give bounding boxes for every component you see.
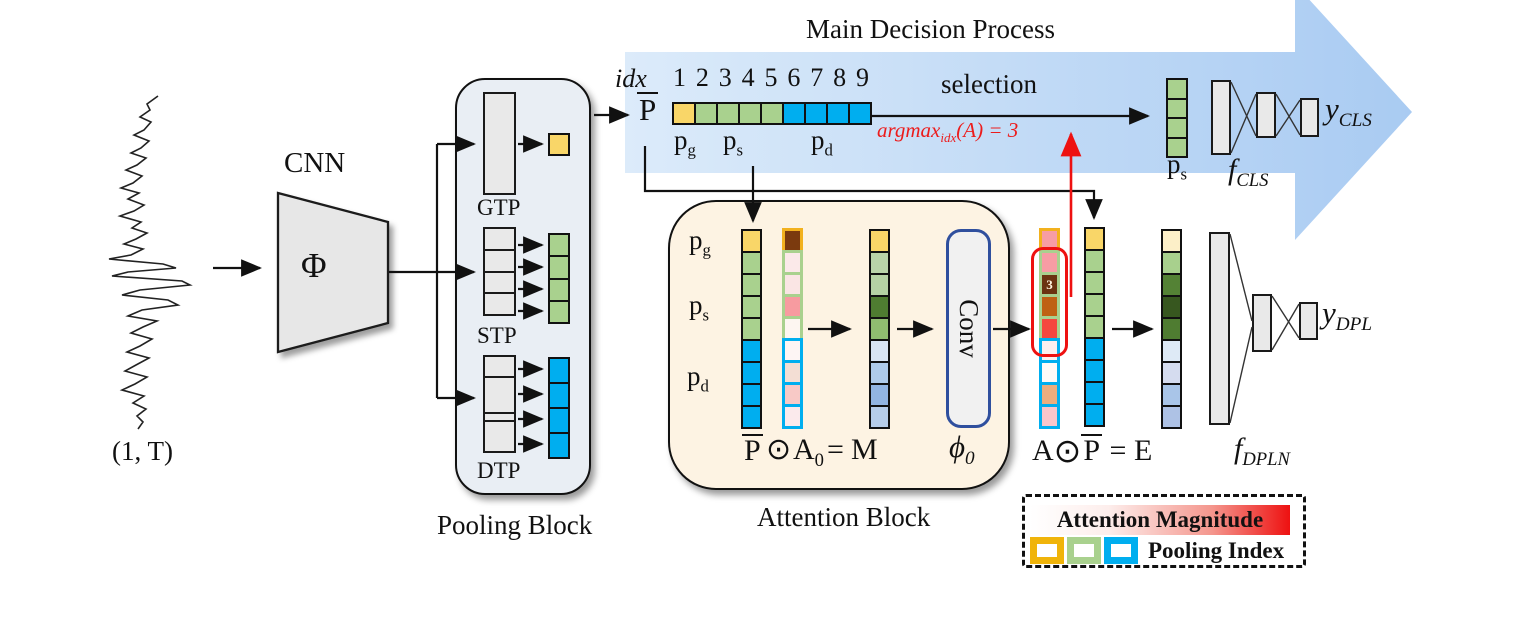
index-number: 3 [718, 63, 732, 92]
selection-label: selection [941, 69, 1037, 99]
pbar-main-label: P [637, 92, 659, 127]
fcls-label: fCLS [1228, 153, 1269, 191]
stp-feature-stack [483, 227, 516, 317]
pooling-index-label: Pooling Index [1148, 537, 1285, 563]
index-number: 6 [787, 63, 801, 92]
cell [1166, 136, 1188, 158]
conv-box: Conv [946, 229, 991, 428]
attention-magnitude-label: Attention Magnitude [1056, 507, 1264, 532]
dpl-equation: A⊙P = E [1032, 434, 1153, 470]
fdpln-layer-2 [1252, 294, 1272, 352]
dtp-output-cells [548, 357, 570, 459]
dpl-pbar-column [1084, 227, 1105, 427]
index-number: 4 [741, 63, 755, 92]
stp-label: STP [477, 323, 517, 348]
eq-m: M [851, 433, 878, 466]
cell [548, 299, 570, 325]
index-number: 9 [856, 63, 869, 92]
idx-label: idx [615, 64, 647, 93]
dtp-feature-stack [483, 355, 516, 454]
attention-block-title: Attention Block [757, 502, 931, 532]
attention-pbar-column [741, 229, 762, 429]
phi0-label: ϕ0 [949, 429, 975, 470]
attention-pd-label: pd [687, 361, 709, 396]
fdpln-label: fDPLN [1234, 432, 1290, 470]
eq-equals: = [827, 433, 844, 466]
index-number: 2 [695, 63, 709, 92]
pooling-index-row: Pooling Index [1030, 537, 1284, 564]
cnn-trapezoid [276, 191, 390, 354]
cell [782, 404, 803, 429]
ps-selected-label: ps [1167, 149, 1188, 184]
cell [548, 133, 570, 156]
attention-a0-column [782, 228, 803, 429]
pd-label: pd [811, 125, 833, 160]
pg-label: pg [674, 125, 696, 160]
input-waveform [108, 95, 193, 430]
attention-pg-label: pg [689, 225, 711, 260]
cell [869, 405, 890, 429]
attention-m-column [869, 229, 890, 429]
ydpl-output-label: yDPL [1322, 295, 1373, 336]
cell [1039, 404, 1060, 429]
eq-a0: A0 [793, 433, 824, 471]
gtp-label: GTP [477, 195, 521, 220]
index-number: 8 [833, 63, 847, 92]
index-number: 7 [810, 63, 824, 92]
attention-magnitude-gradient: Attention Magnitude [1030, 505, 1290, 535]
stp-output-cells [548, 233, 570, 325]
cell: 3 [1039, 272, 1060, 297]
pooling-index-blue-icon [1104, 537, 1138, 564]
pooling-block-title: Pooling Block [437, 510, 593, 540]
ps-selected-column [1166, 78, 1188, 158]
ycls-output-label: yCLS [1325, 91, 1372, 132]
fcls-layer-2 [1256, 92, 1276, 138]
cell [1084, 403, 1105, 427]
argmax-annotation: argmaxidx(A) = 3 [877, 118, 1019, 146]
gtp-output-cell [548, 133, 570, 156]
argmax-highlight-box [1031, 247, 1068, 357]
cell [548, 432, 570, 459]
eq-pbar: P [742, 434, 763, 467]
pooling-index-yellow-icon [1030, 537, 1064, 564]
cnn-label: CNN [284, 147, 346, 179]
input-shape-label: (1, T) [112, 436, 173, 466]
fdpln-layer-1 [1209, 232, 1230, 425]
index-number: 1 [673, 63, 686, 92]
gtp-feature-rect [483, 92, 516, 195]
odot-icon: ⊙ [1053, 434, 1082, 470]
eq-odot-icon: ⊙ [766, 433, 792, 466]
cell [1161, 405, 1182, 429]
e-column [1161, 229, 1182, 429]
pooling-index-green-icon [1067, 537, 1101, 564]
main-decision-title: Main Decision Process [806, 14, 1055, 44]
dtp-label: DTP [477, 458, 521, 483]
cnn-phi-symbol: Φ [301, 246, 327, 285]
fcls-layer-1 [1211, 80, 1231, 155]
attention-ps-label: ps [689, 290, 710, 325]
fdpln-layer-3 [1299, 302, 1318, 340]
ps-label: ps [723, 125, 744, 160]
index-number: 5 [764, 63, 778, 92]
pbar-row-vector [672, 102, 872, 125]
fcls-layer-3 [1300, 98, 1319, 137]
cell [848, 102, 872, 125]
cell [741, 405, 762, 429]
